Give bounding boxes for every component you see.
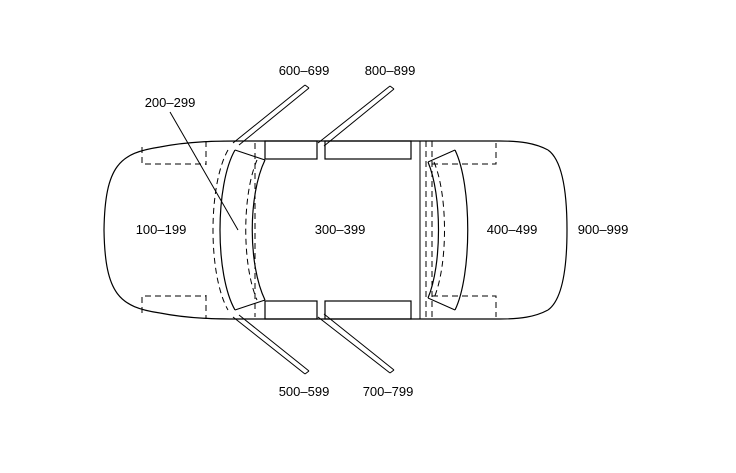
leader-500-line-a — [232, 316, 306, 375]
windshield — [212, 149, 266, 311]
leader-600-line-a — [232, 84, 306, 144]
front-right-door-panel — [264, 300, 318, 320]
rear-window-outer-edge — [454, 149, 469, 311]
bottom-doors — [264, 300, 412, 320]
rear-window-bottom-line — [427, 297, 456, 311]
front-top-marker — [141, 147, 206, 165]
zone-label-500: 500–599 — [279, 384, 330, 399]
rear-left-door-panel — [324, 140, 412, 160]
zone-label-400: 400–499 — [487, 222, 538, 237]
windshield-top-line — [234, 149, 266, 161]
windshield-inner-dashed — [245, 159, 258, 301]
car-body — [103, 140, 568, 320]
front-left-door-panel — [264, 140, 318, 160]
leader-800-line-b — [323, 88, 395, 147]
rear-window-inner-edge — [427, 161, 440, 299]
zone-label-100: 100–199 — [136, 222, 187, 237]
leader-700-cap — [389, 369, 395, 374]
leader-700-line-b — [323, 313, 395, 371]
windshield-outer-edge — [219, 149, 236, 311]
leader-500-cap — [304, 370, 310, 375]
leader-800-cap — [389, 85, 395, 90]
leader-600-line-b — [238, 87, 310, 146]
windshield-dashed-edge — [212, 149, 229, 311]
zone-label-200: 200–299 — [145, 95, 196, 110]
rear-window — [427, 149, 469, 311]
rear-bottom-marker — [432, 295, 497, 317]
windshield-bottom-line — [234, 299, 266, 311]
leader-600-cap — [304, 84, 310, 89]
rear-window-top-line — [427, 149, 456, 163]
zone-label-900: 900–999 — [578, 222, 629, 237]
leader-500-line-b — [238, 314, 310, 372]
zone-label-800: 800–899 — [365, 63, 416, 78]
rear-window-dashed-edge — [433, 161, 445, 299]
top-doors — [264, 140, 412, 160]
body-front-end — [103, 146, 161, 314]
body-top-edge — [159, 140, 549, 151]
zone-label-700: 700–799 — [363, 384, 414, 399]
windshield-inner-edge — [251, 159, 266, 301]
body-rear-end — [547, 149, 568, 311]
leader-800-line-a — [317, 85, 391, 144]
zone-label-600: 600–699 — [279, 63, 330, 78]
rear-right-door-panel — [324, 300, 412, 320]
body-bottom-edge — [159, 309, 549, 320]
leader-200-line — [169, 111, 239, 231]
leader-700-line-a — [317, 316, 391, 374]
pillar-lines — [205, 141, 433, 319]
front-bottom-marker — [141, 295, 206, 313]
zone-label-300: 300–399 — [315, 222, 366, 237]
leader-arrows — [169, 84, 395, 375]
corner-marker-boxes — [141, 143, 497, 317]
zone-labels: 100–199 200–299 300–399 400–499 500–599 … — [136, 63, 629, 399]
rear-top-marker — [432, 143, 497, 165]
